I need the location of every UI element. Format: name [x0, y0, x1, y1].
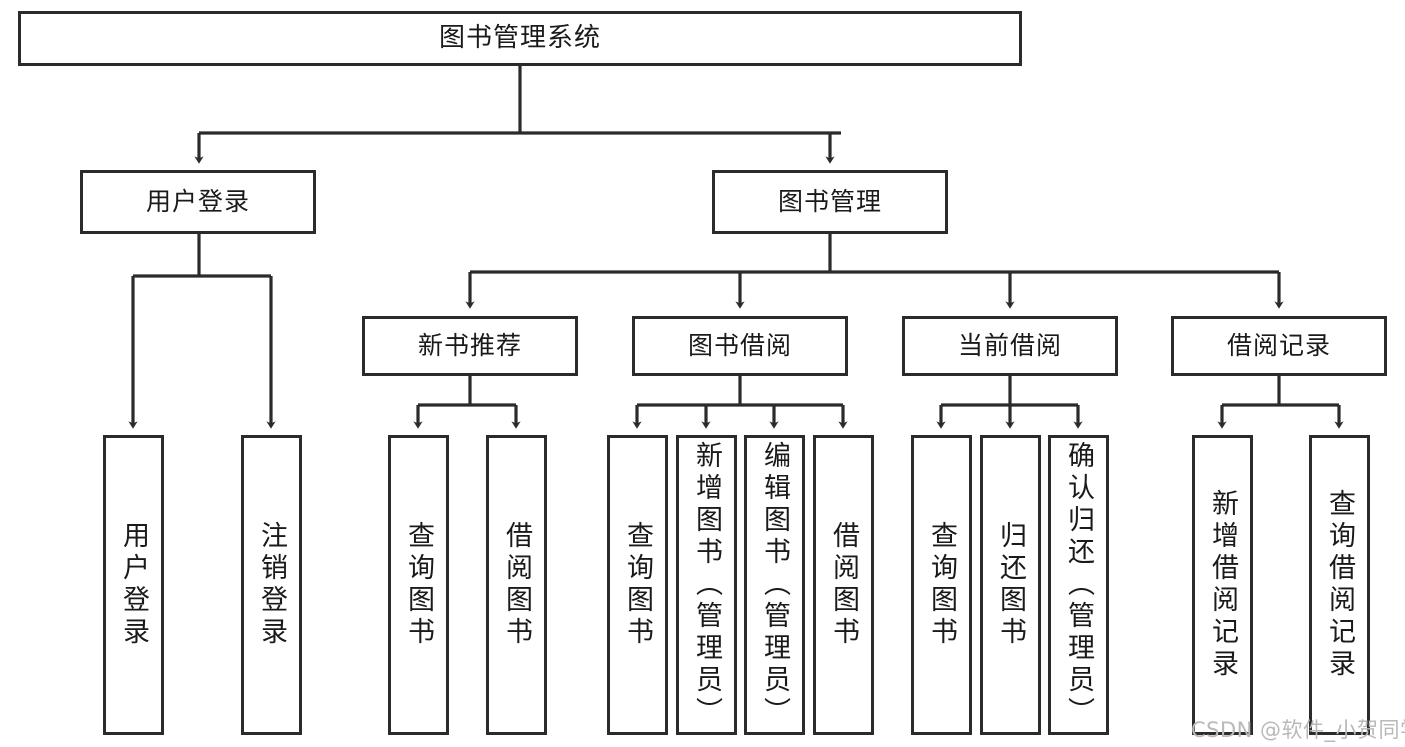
node-current-borrow[interactable]: 当前借阅 — [902, 316, 1118, 376]
node-user-login[interactable]: 用户登录 — [80, 170, 316, 234]
leaf-add-book-admin-label: 新增图书（管理员） — [691, 441, 723, 729]
node-new-book-recommend-label: 新书推荐 — [417, 331, 522, 360]
leaf-logout-label: 注销登录 — [256, 521, 288, 649]
leaf-add-book-admin[interactable]: 新增图书（管理员） — [676, 435, 737, 735]
node-root-label: 图书管理系统 — [438, 22, 601, 53]
csdn-watermark: CSDN @软件_小贺同学 — [1191, 718, 1405, 742]
leaf-query-book-borrow[interactable]: 查询图书 — [607, 435, 668, 735]
node-book-management-label: 图书管理 — [777, 187, 882, 216]
leaf-query-book-current[interactable]: 查询图书 — [911, 435, 972, 735]
leaf-confirm-return-admin-label: 确认归还（管理员） — [1063, 441, 1095, 729]
node-root[interactable]: 图书管理系统 — [18, 11, 1022, 66]
node-book-borrow[interactable]: 图书借阅 — [632, 316, 848, 376]
leaf-query-book-borrow-label: 查询图书 — [622, 521, 654, 649]
leaf-logout[interactable]: 注销登录 — [241, 435, 302, 735]
leaf-edit-book-admin[interactable]: 编辑图书（管理员） — [744, 435, 805, 735]
leaf-borrow-book-label: 借阅图书 — [828, 521, 860, 649]
node-book-borrow-label: 图书借阅 — [687, 331, 792, 360]
leaf-confirm-return-admin[interactable]: 确认归还（管理员） — [1048, 435, 1109, 735]
node-borrow-record[interactable]: 借阅记录 — [1171, 316, 1387, 376]
node-book-management[interactable]: 图书管理 — [712, 170, 948, 234]
leaf-query-borrow-record[interactable]: 查询借阅记录 — [1309, 435, 1370, 735]
node-new-book-recommend[interactable]: 新书推荐 — [362, 316, 578, 376]
leaf-user-login[interactable]: 用户登录 — [103, 435, 164, 735]
leaf-user-login-label: 用户登录 — [118, 521, 150, 649]
leaf-borrow-book-recommend[interactable]: 借阅图书 — [486, 435, 547, 735]
leaf-return-book[interactable]: 归还图书 — [980, 435, 1041, 735]
leaf-query-book-current-label: 查询图书 — [926, 521, 958, 649]
leaf-return-book-label: 归还图书 — [995, 521, 1027, 649]
node-user-login-label: 用户登录 — [145, 187, 250, 216]
node-current-borrow-label: 当前借阅 — [957, 331, 1062, 360]
leaf-borrow-book-recommend-label: 借阅图书 — [501, 521, 533, 649]
leaf-query-book-recommend[interactable]: 查询图书 — [388, 435, 449, 735]
leaf-query-borrow-record-label: 查询借阅记录 — [1324, 489, 1356, 681]
leaf-edit-book-admin-label: 编辑图书（管理员） — [759, 441, 791, 729]
leaf-query-book-recommend-label: 查询图书 — [403, 521, 435, 649]
leaf-borrow-book[interactable]: 借阅图书 — [813, 435, 874, 735]
leaf-add-borrow-record[interactable]: 新增借阅记录 — [1192, 435, 1253, 735]
node-borrow-record-label: 借阅记录 — [1226, 331, 1331, 360]
leaf-add-borrow-record-label: 新增借阅记录 — [1207, 489, 1239, 681]
